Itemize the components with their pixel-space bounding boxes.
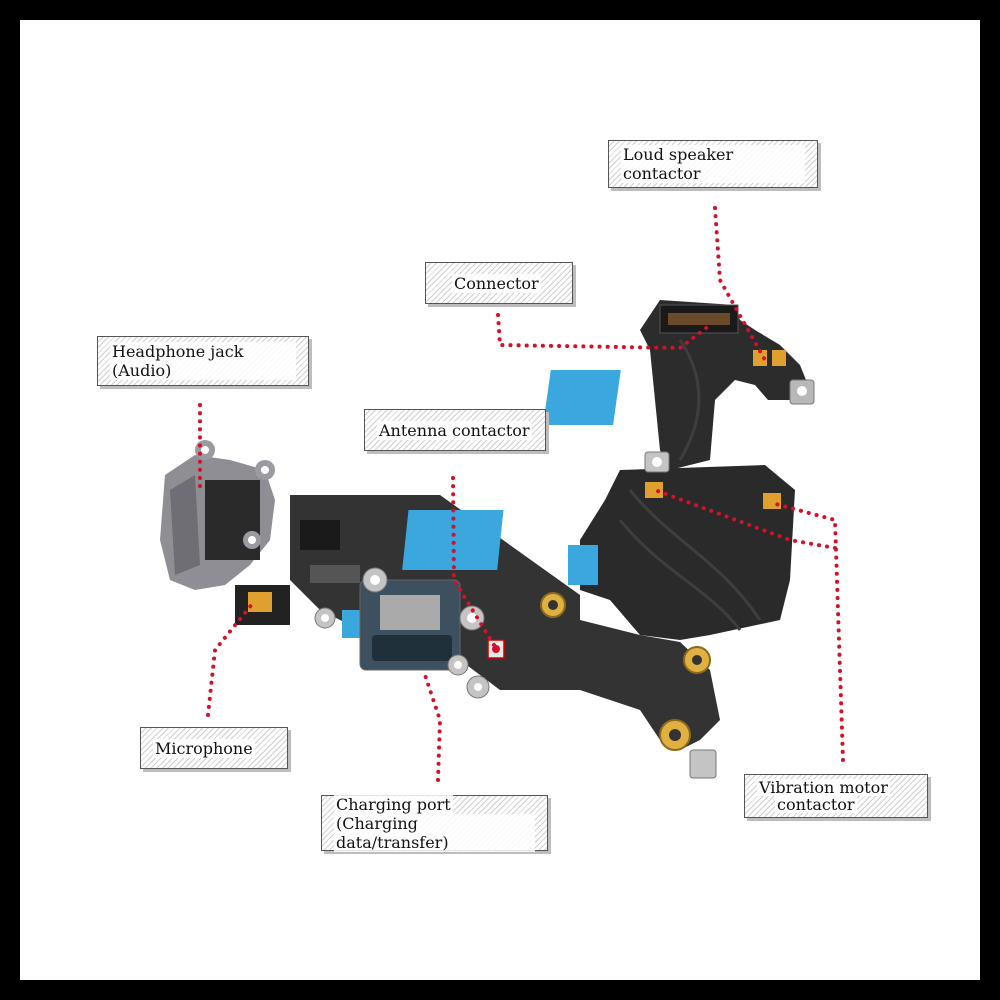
loud-speaker-pad-right (772, 350, 786, 366)
microphone-pad (248, 592, 272, 612)
label-headphone-jack: Headphone jack (Audio) (97, 336, 309, 386)
label-microphone-text: Microphone (153, 738, 255, 758)
flex-cable-main-plate (580, 465, 795, 640)
label-antenna-contactor: Antenna contactor (364, 409, 546, 451)
label-microphone: Microphone (140, 727, 288, 769)
leader-connector (496, 313, 712, 351)
label-connector-text: Connector (452, 273, 541, 293)
label-antenna-contactor-text: Antenna contactor (377, 420, 532, 440)
label-connector: Connector (425, 262, 573, 304)
leader-charging-port (423, 673, 443, 782)
leader-antenna (451, 476, 496, 647)
blue-stiffener-mid (402, 510, 504, 570)
blue-stiffener-top (543, 370, 621, 425)
leader-vibration-left (653, 488, 837, 550)
loud-speaker-pad-left (753, 350, 767, 366)
vibration-pad-left (645, 482, 663, 498)
leader-microphone (206, 601, 255, 717)
label-charging-port-line1: Charging port (334, 794, 453, 814)
diagram-canvas: Loud speaker contactor Connector Headpho… (20, 20, 980, 980)
label-vibration-motor: Vibration motor contactor (744, 774, 928, 818)
label-loud-speaker-contactor-text: Loud speaker contactor (621, 145, 805, 183)
leader-loud-speaker (713, 206, 767, 362)
blue-stiffener-small (568, 545, 598, 585)
label-loud-speaker-contactor: Loud speaker contactor (608, 140, 818, 188)
label-vibration-motor-line2: contactor (775, 795, 857, 814)
label-vibration-motor-line1: Vibration motor (757, 778, 890, 797)
label-charging-port: Charging port (Charging data/transfer) (321, 794, 548, 852)
label-charging-port-line2: (Charging data/transfer) (334, 813, 535, 852)
flex-cable-illustration (160, 206, 845, 782)
vibration-pad-right (763, 493, 781, 509)
flex-cable-lower-strip (290, 495, 720, 750)
mount-tab-bottom (689, 749, 717, 779)
label-headphone-jack-text: Headphone jack (Audio) (110, 342, 296, 380)
leader-vibration-right (770, 501, 845, 762)
